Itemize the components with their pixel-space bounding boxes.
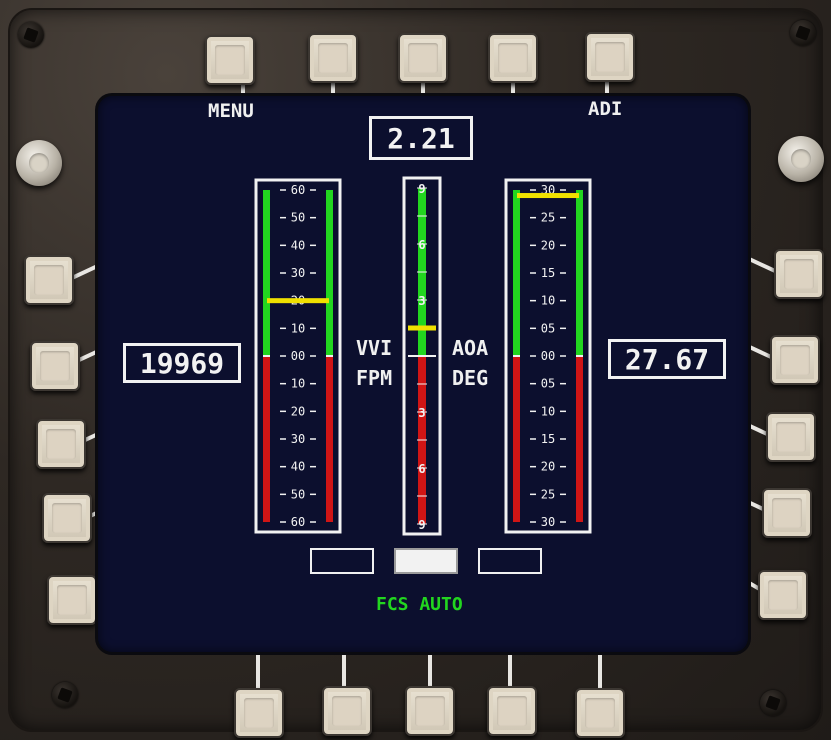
vvi-tick-label: 50 [291, 487, 305, 501]
osb-bottom-5[interactable] [575, 688, 625, 738]
osb-left-2[interactable] [30, 341, 80, 391]
vvi-frame [254, 178, 342, 534]
vvi-tick-label: 00 [291, 349, 305, 363]
osb-lead [605, 80, 609, 102]
osb-top-4[interactable] [488, 33, 538, 83]
osb-top-3[interactable] [398, 33, 448, 83]
screw-top-right [790, 20, 816, 46]
osb-lead [511, 80, 515, 98]
vvi-tick-label: 40 [291, 460, 305, 474]
vvi-bar-positive-right [326, 190, 333, 356]
brightness-knob[interactable] [16, 140, 62, 186]
osb-label-menu: MENU [208, 100, 254, 122]
osb-lead [508, 650, 512, 688]
indicator-left [310, 548, 374, 574]
vvi-tick-label: 10 [291, 377, 305, 391]
g-meter-gauge: 9 6 3 3 6 9 [402, 176, 442, 536]
osb-lead [241, 80, 245, 102]
aoa-tick-label: 10 [541, 404, 555, 418]
osb-left-5[interactable] [47, 575, 97, 625]
g-meter-tick-label: 9 [418, 182, 425, 196]
aoa-bar-negative-right [576, 356, 583, 522]
screw-bottom-left [52, 682, 78, 708]
osb-top-5[interactable] [585, 32, 635, 82]
fpm-label: FPM [356, 366, 393, 390]
osb-right-1[interactable] [774, 249, 824, 299]
osb-left-3[interactable] [36, 419, 86, 469]
contrast-knob[interactable] [778, 136, 824, 182]
aoa-tick-label: 15 [541, 266, 555, 280]
osb-left-1[interactable] [24, 255, 74, 305]
aoa-tick-label: 30 [541, 515, 555, 529]
g-meter-pointer [408, 325, 436, 331]
osb-lead [598, 650, 602, 690]
osb-label-adi: ADI [588, 98, 623, 120]
g-meter-tick-label: 6 [418, 462, 425, 476]
altitude-readout: 19969 [123, 343, 241, 383]
vvi-pointer [267, 298, 329, 304]
aoa-tick-label: 20 [541, 460, 555, 474]
vvi-tick-label: 30 [291, 266, 305, 280]
aoa-tick-label: 10 [541, 294, 555, 308]
osb-bottom-2[interactable] [322, 686, 372, 736]
speed-readout: 27.67 [608, 339, 726, 379]
aoa-bar-negative-left [513, 356, 520, 522]
osb-bottom-4[interactable] [487, 686, 537, 736]
osb-left-4[interactable] [42, 493, 92, 543]
vvi-tick-label: 10 [291, 321, 305, 335]
mfd-screen: MENU ADI 2.21 19969 27.67 60 50 40 30 20 10 00… [98, 96, 748, 652]
vvi-bar-negative-left [263, 356, 270, 522]
aoa-tick-label: 05 [541, 377, 555, 391]
aoa-tick-label: 20 [541, 238, 555, 252]
fcs-status: FCS AUTO [376, 594, 463, 615]
indicator-center [394, 548, 458, 574]
mach-readout: 2.21 [369, 116, 473, 160]
osb-lead [331, 80, 335, 98]
osb-right-4[interactable] [762, 488, 812, 538]
osb-bottom-1[interactable] [234, 688, 284, 738]
deg-label: DEG [452, 366, 489, 390]
osb-right-3[interactable] [766, 412, 816, 462]
aoa-tick-label: 15 [541, 432, 555, 446]
vvi-tick-label: 30 [291, 432, 305, 446]
g-meter-tick-label: 3 [418, 406, 425, 420]
vvi-gauge: 60504030201000102030405060 [254, 178, 342, 534]
vvi-tick-label: 60 [291, 183, 305, 197]
g-meter-frame [402, 176, 442, 536]
vvi-bar-negative-right [326, 356, 333, 522]
vvi-tick-label: 20 [291, 404, 305, 418]
aoa-tick-label: 25 [541, 487, 555, 501]
vvi-tick-label: 40 [291, 238, 305, 252]
aoa-bar-positive-right [576, 190, 583, 356]
aoa-tick-label: 00 [541, 349, 555, 363]
vvi-bar-positive-left [263, 190, 270, 356]
osb-bottom-3[interactable] [405, 686, 455, 736]
aoa-tick-label: 05 [541, 321, 555, 335]
osb-lead [421, 80, 425, 98]
vvi-tick-label: 60 [291, 515, 305, 529]
screw-bottom-right [760, 690, 786, 716]
aoa-bar-positive-left [513, 190, 520, 356]
g-meter-tick-label: 9 [418, 518, 425, 532]
g-meter-tick-label: 6 [418, 238, 425, 252]
vvi-label: VVI [356, 336, 393, 360]
aoa-frame [504, 178, 592, 534]
osb-right-2[interactable] [770, 335, 820, 385]
screw-top-left [18, 22, 44, 48]
osb-lead [342, 650, 346, 688]
osb-lead [428, 650, 432, 688]
aoa-pointer [517, 193, 579, 199]
osb-right-5[interactable] [758, 570, 808, 620]
indicator-right [478, 548, 542, 574]
vvi-tick-label: 50 [291, 211, 305, 225]
g-meter-tick-label: 3 [418, 294, 425, 308]
osb-lead [256, 650, 260, 690]
osb-top-1[interactable] [205, 35, 255, 85]
aoa-tick-label: 25 [541, 211, 555, 225]
aoa-label: AOA [452, 336, 489, 360]
osb-top-2[interactable] [308, 33, 358, 83]
